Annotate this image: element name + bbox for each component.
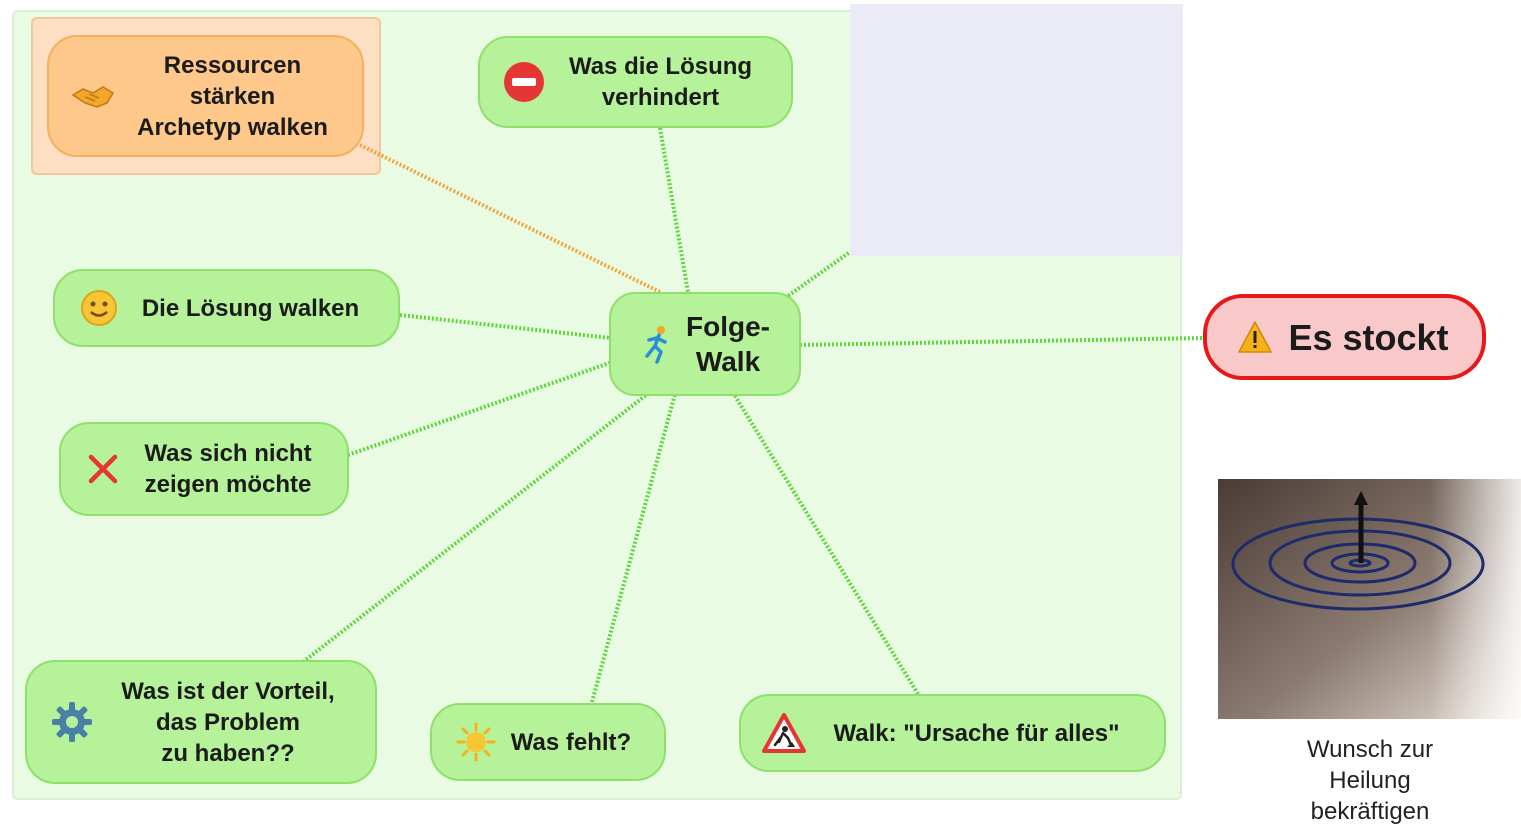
vorteil-line3: zu haben?? xyxy=(161,739,295,767)
link-fehlt xyxy=(590,393,677,703)
road-work-icon xyxy=(761,712,807,754)
node-vorteil[interactable]: Was ist der Vorteil, das Problem zu habe… xyxy=(25,660,377,784)
ressourcen-line1: Ressourcen xyxy=(163,51,302,79)
node-ressourcen[interactable]: Ressourcen stärken Archetyp walken xyxy=(47,35,364,157)
loesung-label: Die Lösung walken xyxy=(141,294,360,322)
photo-caption: Wunsch zur Heilung bekräftigen xyxy=(1260,734,1480,827)
vorteil-line2: das Problem xyxy=(155,708,301,736)
node-center[interactable]: Folge- Walk xyxy=(609,292,801,396)
no-entry-icon xyxy=(502,60,546,104)
link-vorteil xyxy=(301,390,652,664)
nicht-zeigen-line2: zeigen möchte xyxy=(144,471,312,498)
center-line1: Folge- xyxy=(686,311,770,342)
node-fehlt[interactable]: Was fehlt? xyxy=(430,703,666,781)
occluding-box xyxy=(850,4,1183,256)
link-stockt xyxy=(799,336,1206,347)
spiral-photo xyxy=(1218,479,1521,719)
walker-icon xyxy=(641,324,673,364)
fehlt-label: Was fehlt? xyxy=(510,728,632,756)
node-loesung[interactable]: Die Lösung walken xyxy=(53,269,400,347)
link-ursache xyxy=(733,394,920,696)
vorteil-line1: Was ist der Vorteil, xyxy=(121,677,335,705)
nicht-zeigen-line1: Was sich nicht xyxy=(144,440,312,467)
verhindert-line2: verhindert xyxy=(601,84,720,111)
link-verhindert xyxy=(658,127,690,293)
smiley-icon xyxy=(79,288,119,328)
sun-icon xyxy=(456,722,496,762)
link-hidden xyxy=(783,250,852,300)
caption-line3: bekräftigen xyxy=(1310,798,1430,825)
ressourcen-line2: stärken xyxy=(189,82,276,110)
caption-line2: Heilung xyxy=(1329,767,1411,794)
node-stockt[interactable]: Es stockt xyxy=(1203,294,1486,380)
caption-line1: Wunsch zur xyxy=(1306,736,1434,763)
link-ressourcen xyxy=(359,143,661,294)
warning-icon xyxy=(1237,320,1273,354)
cross-icon xyxy=(83,449,123,489)
node-nicht-zeigen[interactable]: Was sich nicht zeigen möchte xyxy=(59,422,349,516)
link-loesung xyxy=(399,313,611,340)
ursache-label: Walk: "Ursache für alles" xyxy=(833,719,1120,747)
node-ursache[interactable]: Walk: "Ursache für alles" xyxy=(739,694,1166,772)
stockt-label: Es stockt xyxy=(1288,316,1449,358)
ressourcen-line3: Archetyp walken xyxy=(137,113,328,141)
verhindert-line1: Was die Lösung xyxy=(568,53,753,80)
link-nicht-zeigen xyxy=(347,360,613,457)
handshake-icon xyxy=(71,81,115,111)
gear-icon xyxy=(49,699,95,745)
node-verhindert[interactable]: Was die Lösung verhindert xyxy=(478,36,793,128)
center-line2: Walk xyxy=(695,346,761,377)
